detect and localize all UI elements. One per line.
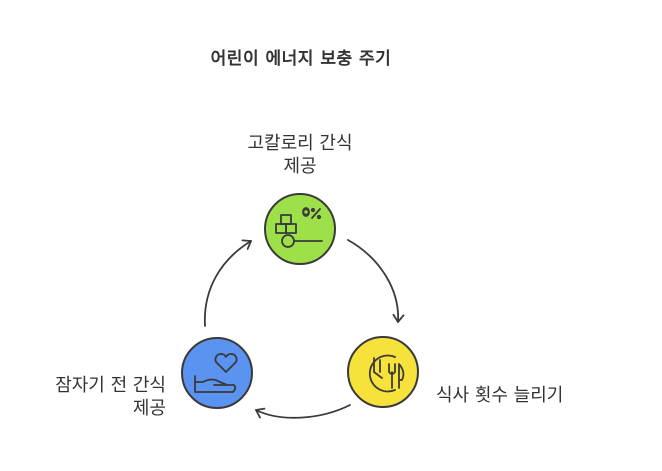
step-node-bedtime-snack	[181, 337, 253, 409]
hand-heart-icon	[194, 353, 238, 393]
step-label-line: 제공	[283, 156, 317, 177]
step-circle	[347, 336, 419, 408]
snack-scale-icon	[275, 207, 323, 248]
clock-cutlery-icon	[368, 354, 405, 393]
arrow-right-to-left	[255, 404, 351, 419]
step-label-more-meals: 식사 횟수 늘리기	[436, 384, 563, 407]
step-label-line: 제공	[132, 398, 166, 419]
diagram-title: 어린이 에너지 보충 주기	[210, 49, 392, 69]
arrow-top-to-right	[347, 239, 405, 323]
step-label-line: 잠자기 전 간식	[55, 375, 166, 396]
step-label-high-calorie-snack: 고칼로리 간식 제공	[200, 132, 400, 178]
arrow-left-to-top	[204, 239, 252, 327]
step-label-bedtime-snack: 잠자기 전 간식 제공	[0, 374, 166, 420]
step-label-line: 식사 횟수 늘리기	[436, 385, 564, 406]
step-node-more-meals	[347, 336, 419, 408]
step-circle	[181, 337, 253, 409]
step-node-high-calorie-snack	[264, 193, 336, 265]
step-label-line: 고칼로리 간식	[247, 133, 353, 154]
